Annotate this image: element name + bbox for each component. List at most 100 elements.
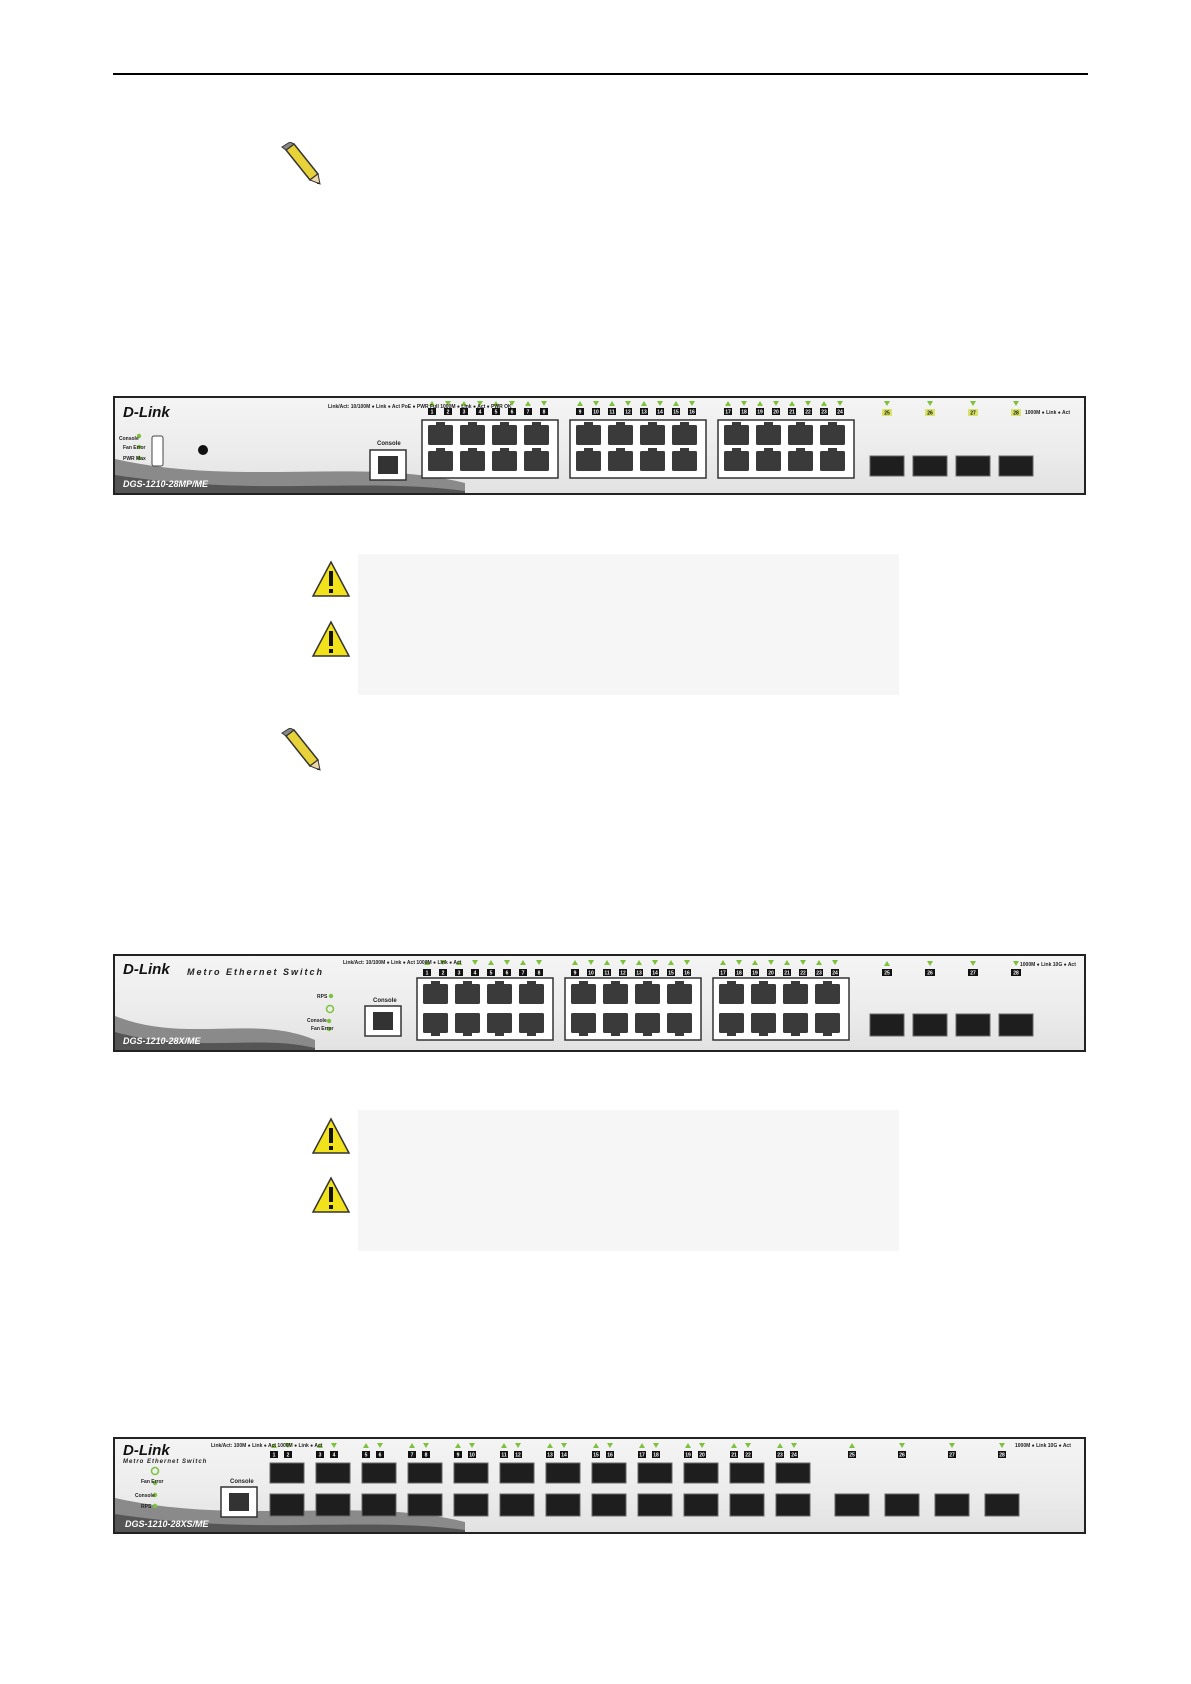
port-number: 9 (457, 1453, 460, 1459)
port-number-box (836, 408, 844, 415)
port-led (684, 960, 690, 965)
port-number: 10 (593, 410, 599, 416)
port-number-box (592, 1451, 600, 1458)
port-number-box (799, 969, 807, 976)
led-mode-panel (151, 435, 164, 467)
port-number-box (571, 969, 579, 976)
port-number-box (284, 1451, 292, 1458)
rj45-port (608, 451, 633, 471)
sfp-port (869, 1013, 905, 1037)
port-led (757, 401, 763, 406)
port-led (832, 960, 838, 965)
port-led (784, 960, 790, 965)
warning-triangle-icon (311, 1117, 351, 1154)
rj45-port (492, 451, 517, 471)
port-number: 13 (547, 1453, 553, 1459)
port-number-box (362, 1451, 370, 1458)
port-led (636, 960, 642, 965)
port-number-box (439, 969, 447, 976)
port-led (653, 1443, 659, 1448)
port-number-box (820, 408, 828, 415)
sfp-port (315, 1493, 351, 1517)
status-led (152, 1492, 158, 1498)
port-number-box (487, 969, 495, 976)
sfp-port (775, 1493, 811, 1517)
sfp-port-number: 26 (927, 411, 933, 417)
rj45-port (428, 425, 453, 445)
sfp-port (729, 1493, 765, 1517)
port-number: 4 (474, 971, 477, 977)
status-led (326, 1018, 332, 1024)
port-number-box (638, 1451, 646, 1458)
rj45-port (667, 1013, 692, 1033)
port-number: 23 (816, 971, 822, 977)
port-number-box (751, 969, 759, 976)
port-led (741, 401, 747, 406)
warning-triangle-icon (311, 620, 351, 657)
sfp-port (453, 1462, 489, 1484)
port-led (745, 1443, 751, 1448)
sfp-port (729, 1462, 765, 1484)
sfp-port (912, 455, 948, 477)
port-number: 17 (639, 1453, 645, 1459)
port-number-box (783, 969, 791, 976)
port-led (593, 1443, 599, 1448)
port-number: 28 (999, 1453, 1005, 1459)
port-number: 14 (561, 1453, 567, 1459)
led-label-console: Console (307, 1018, 327, 1024)
led-label-fan-error: Fan Error (123, 445, 146, 451)
sfp-port (499, 1462, 535, 1484)
sfp-number-box (1011, 969, 1021, 976)
port-number-box (683, 969, 691, 976)
rj45-port (783, 984, 808, 1004)
port-led (625, 401, 631, 406)
sfp-number-box (882, 969, 892, 976)
port-number-box (998, 1451, 1006, 1458)
port-number-box (740, 408, 748, 415)
power-led-icon (325, 1004, 335, 1014)
sfp-port-number: 27 (970, 411, 976, 417)
port-number: 6 (506, 971, 509, 977)
pencil-note-icon (281, 728, 321, 771)
led-label-fan-error: Fan Error (311, 1026, 334, 1032)
rj45-port (460, 451, 485, 471)
port-number-box (535, 969, 543, 976)
sfp-number-box (968, 409, 978, 416)
rj45-port (423, 1013, 448, 1033)
console-label: Console (373, 998, 397, 1004)
port-number: 10 (469, 1453, 475, 1459)
port-led (849, 1443, 855, 1448)
port-number-box (724, 408, 732, 415)
sfp-port (955, 1013, 991, 1037)
port-number-box (656, 408, 664, 415)
rj45-port (571, 984, 596, 1004)
rj45-port (756, 451, 781, 471)
port-led (317, 1443, 323, 1448)
rj45-port (667, 984, 692, 1004)
port-number: 14 (657, 410, 663, 416)
port-number: 7 (527, 410, 530, 416)
port-number: 2 (442, 971, 445, 977)
rj45-port (423, 984, 448, 1004)
port-number: 22 (800, 971, 806, 977)
port-number-box (587, 969, 595, 976)
rj45-port (576, 451, 601, 471)
dlink-logo: D-Link (123, 961, 170, 978)
status-led (328, 993, 334, 999)
port-number: 11 (604, 971, 610, 977)
sfp-port (869, 455, 905, 477)
led-label-console: Console (119, 436, 139, 442)
port-led (271, 1443, 277, 1448)
port-number-box (408, 1451, 416, 1458)
port-led (652, 960, 658, 965)
port-led (837, 401, 843, 406)
port-number: 16 (607, 1453, 613, 1459)
rj45-port (635, 1013, 660, 1033)
port-number: 12 (515, 1453, 521, 1459)
port-number-box (767, 969, 775, 976)
rj45-port (724, 425, 749, 445)
port-number-box (831, 969, 839, 976)
rj45-port (487, 1013, 512, 1033)
port-number: 16 (684, 971, 690, 977)
